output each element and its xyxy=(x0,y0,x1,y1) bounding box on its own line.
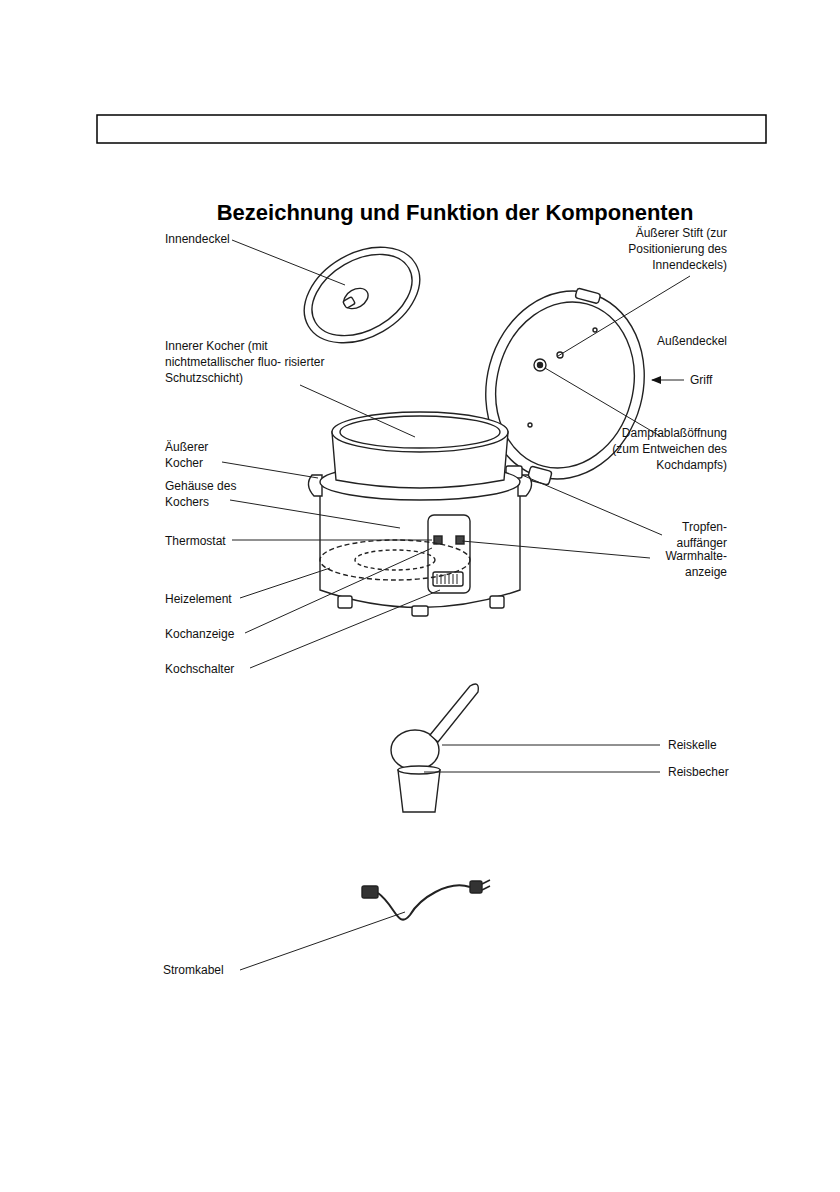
leader-lines xyxy=(222,240,690,970)
part-label: Tropfen- auffänger xyxy=(665,519,727,551)
part-label: Heizelement xyxy=(165,591,245,607)
part-label: Thermostat xyxy=(165,533,245,549)
accessories xyxy=(362,684,490,920)
part-label: Warmhalte- anzeige xyxy=(655,548,727,580)
diagram-title: Bezeichnung und Funktion der Komponenten xyxy=(160,200,750,226)
part-label: Reiskelle xyxy=(668,737,758,753)
part-label: Außendeckel xyxy=(632,333,727,349)
part-label: Dampfablaßöffnung (zum Entweichen des Ko… xyxy=(602,425,727,473)
part-label: Kochschalter xyxy=(165,661,250,677)
rice-cooker xyxy=(287,228,665,616)
header-frame xyxy=(97,115,766,143)
part-label: Reisbecher xyxy=(668,764,758,780)
part-label: Innendeckel xyxy=(165,231,245,247)
part-label: Innerer Kocher (mit nichtmetallischer fl… xyxy=(165,338,325,386)
part-label: Äußerer Stift (zur Positionierung des In… xyxy=(602,225,727,273)
part-label: Stromkabel xyxy=(163,962,253,978)
part-label: Kochanzeige xyxy=(165,626,245,642)
part-label: Äußerer Kocher xyxy=(165,439,227,471)
part-label: Gehäuse des Kochers xyxy=(165,478,245,510)
part-label: Griff xyxy=(690,372,735,388)
